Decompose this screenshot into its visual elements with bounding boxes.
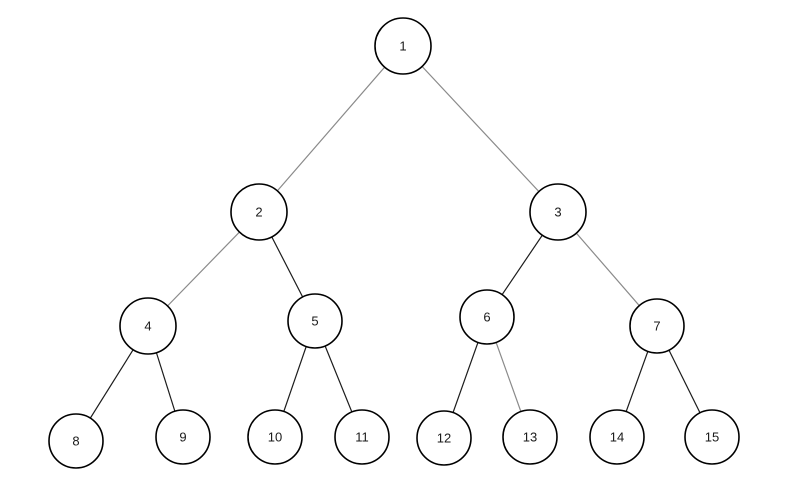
tree-node-12: 12 <box>416 410 472 466</box>
tree-edge-1-2 <box>258 45 404 213</box>
tree-node-4: 4 <box>119 297 177 355</box>
tree-node-6: 6 <box>459 289 515 345</box>
tree-node-label-3: 3 <box>554 205 561 220</box>
tree-node-label-7: 7 <box>653 319 660 334</box>
tree-node-label-11: 11 <box>355 430 369 445</box>
tree-node-label-1: 1 <box>399 39 406 54</box>
tree-edge-1-3 <box>402 45 559 213</box>
tree-node-8: 8 <box>48 413 104 469</box>
tree-node-label-12: 12 <box>437 431 451 446</box>
tree-node-2: 2 <box>230 183 288 241</box>
tree-node-circle-9 <box>155 409 211 465</box>
tree-node-label-5: 5 <box>311 314 318 329</box>
tree-node-circle-15 <box>684 409 740 465</box>
tree-node-14: 14 <box>589 409 645 465</box>
tree-node-circle-1 <box>374 17 432 75</box>
tree-node-label-13: 13 <box>523 430 537 445</box>
tree-node-label-10: 10 <box>268 430 282 445</box>
tree-node-circle-12 <box>416 410 472 466</box>
tree-node-circle-4 <box>119 297 177 355</box>
tree-node-3: 3 <box>529 183 587 241</box>
tree-node-5: 5 <box>287 293 343 349</box>
tree-node-label-14: 14 <box>610 430 624 445</box>
tree-node-10: 10 <box>247 409 303 465</box>
tree-node-label-6: 6 <box>483 310 490 325</box>
tree-node-label-8: 8 <box>72 434 79 449</box>
tree-node-circle-5 <box>287 293 343 349</box>
tree-node-circle-7 <box>629 298 685 354</box>
tree-node-circle-3 <box>529 183 587 241</box>
tree-node-11: 11 <box>334 409 390 465</box>
tree-node-label-15: 15 <box>705 430 719 445</box>
tree-node-circle-6 <box>459 289 515 345</box>
tree-node-9: 9 <box>155 409 211 465</box>
tree-node-label-4: 4 <box>144 319 151 334</box>
tree-node-label-2: 2 <box>255 205 262 220</box>
tree-node-label-9: 9 <box>179 430 186 445</box>
tree-node-13: 13 <box>502 409 558 465</box>
tree-node-circle-8 <box>48 413 104 469</box>
tree-node-15: 15 <box>684 409 740 465</box>
tree-node-1: 1 <box>374 17 432 75</box>
tree-node-circle-2 <box>230 183 288 241</box>
tree-node-circle-14 <box>589 409 645 465</box>
tree-node-circle-10 <box>247 409 303 465</box>
tree-node-7: 7 <box>629 298 685 354</box>
tree-node-circle-11 <box>334 409 390 465</box>
tree-node-circle-13 <box>502 409 558 465</box>
